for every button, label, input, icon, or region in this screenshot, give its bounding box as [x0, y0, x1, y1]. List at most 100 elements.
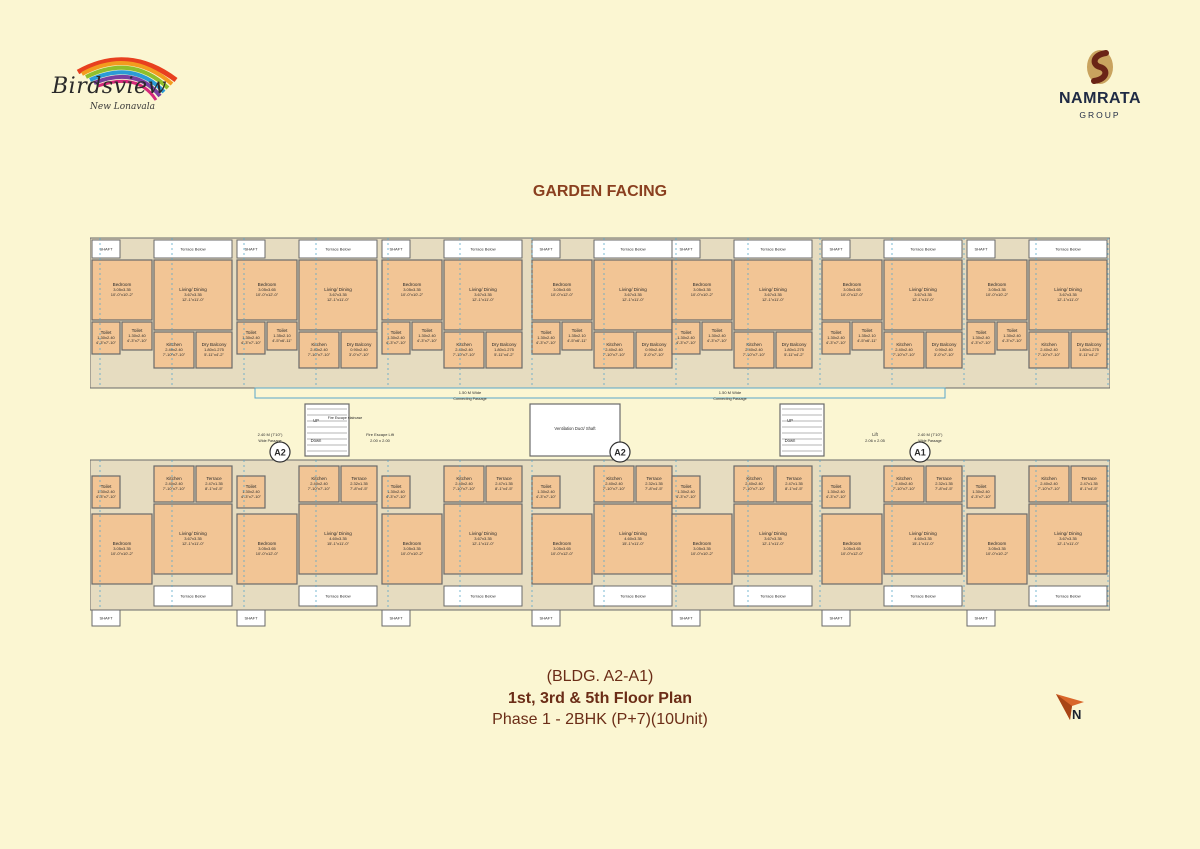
toilet: [91, 475, 121, 509]
room-name: Bedroom: [113, 541, 132, 546]
room-name: Terrace: [1081, 476, 1097, 481]
room-dims-ft: 4'-3"x7'-10": [971, 494, 992, 499]
room-dims: 4.60x3.35: [914, 536, 932, 541]
room-name: Dry Balcony: [1077, 342, 1102, 347]
room-dims: 3.05x3.35: [693, 287, 711, 292]
birdsview-logo-icon: [76, 57, 178, 101]
floor-label: 1st, 3rd & 5th Floor Plan: [507, 690, 693, 707]
room-name: Kitchen: [166, 476, 182, 481]
room-dims-ft: 10'-0"x10'-2": [401, 292, 424, 297]
room-name: Bedroom: [258, 282, 277, 287]
room-dims: 3.05x3.35: [693, 546, 711, 551]
toilet: [821, 475, 851, 509]
room-dims-ft: 7'-10"x7'-10": [603, 486, 626, 491]
room-dims: 3.05x3.35: [988, 546, 1006, 551]
wing-label: A2: [274, 448, 286, 458]
room-dims: 1.80x1.275: [494, 347, 515, 352]
bedroom: [381, 513, 443, 585]
wing-marker: [909, 441, 931, 463]
room-dims-ft: 4'-5"x6'-11": [567, 338, 587, 343]
room-dims-ft: 7'-10"x7'-10": [163, 352, 186, 357]
service-label: SHAFT: [244, 247, 258, 252]
room-dims: 2.40x2.40: [745, 481, 763, 486]
room-name: Bedroom: [988, 541, 1007, 546]
service-label: SHAFT: [99, 616, 113, 621]
dry-balcony: [775, 331, 813, 369]
room-dims-ft: 10'-0"x10'-2": [111, 292, 134, 297]
terrace-below-box: [153, 585, 233, 607]
room-dims: 4.60x3.35: [624, 536, 642, 541]
kitchen: [733, 465, 775, 503]
building-label: (BLDG. A2-A1): [546, 668, 654, 685]
terrace: [485, 465, 523, 503]
service-label: Terrace Below: [760, 247, 785, 252]
shaft-box: [531, 609, 561, 627]
room-dims-ft: 4'-5"x6'-11": [857, 338, 877, 343]
room-dims: 3.67x3.35: [329, 292, 347, 297]
room-dims-ft: 15'-1"x11'-0": [622, 541, 645, 546]
room-name: Living/ Dining: [324, 531, 352, 536]
room-dims-ft: 4'-3"x7'-10": [536, 494, 557, 499]
room-dims: 1.30x2.40: [1003, 333, 1021, 338]
north-arrow-icon: [1056, 694, 1084, 720]
room-dims: 1.30x2.40: [418, 333, 436, 338]
terrace-below-box: [883, 585, 963, 607]
bedroom: [236, 259, 298, 321]
room-name: Toilet: [391, 330, 402, 335]
room-name: Dry Balcony: [642, 342, 667, 347]
room-dims: 1.80x1.275: [784, 347, 805, 352]
room-name: Bedroom: [258, 541, 277, 546]
shaft-box: [671, 239, 701, 259]
lift-label: Lift: [872, 432, 878, 437]
room-dims: 2.40x2.40: [310, 347, 328, 352]
room-dims: 1.35x2.10: [273, 333, 291, 338]
kitchen: [443, 331, 485, 369]
bedroom: [91, 259, 153, 321]
stair-up-label: UP: [787, 418, 793, 423]
toilet: [701, 321, 733, 351]
project-name: Birdsview: [52, 74, 167, 99]
living-dining: [443, 259, 523, 331]
developer-tag: GROUP: [1079, 110, 1121, 120]
terrace-below-box: [883, 239, 963, 259]
room-dims: 1.30x2.40: [128, 333, 146, 338]
staircase: [779, 403, 825, 457]
service-label: SHAFT: [99, 247, 113, 252]
room-dims-ft: 4'-3"x7'-10": [676, 340, 697, 345]
room-dims-ft: 5'-11"x4'-2": [784, 352, 804, 357]
room-name: Dry Balcony: [492, 342, 517, 347]
room-name: Living/ Dining: [619, 531, 647, 536]
room-dims-ft: 7'-8"x4'-5": [350, 486, 369, 491]
service-label: Terrace Below: [910, 247, 935, 252]
room-dims-ft: 12'-1"x11'-0": [1057, 541, 1080, 546]
room-dims-ft: 8'-1"x4'-5": [495, 486, 514, 491]
toilet: [411, 321, 443, 351]
connecting-passage: [254, 387, 946, 399]
room-name: Bedroom: [113, 282, 132, 287]
room-dims: 2.40x2.40: [1040, 347, 1058, 352]
room-dims: 3.05x3.65: [553, 287, 571, 292]
room-dims-ft: 8'-1"x4'-5": [785, 486, 804, 491]
terrace: [340, 465, 378, 503]
room-name: Bedroom: [553, 282, 572, 287]
shaft-box: [966, 239, 996, 259]
toilet: [821, 321, 851, 355]
north-label: N: [1072, 707, 1082, 722]
room-name: Terrace: [786, 476, 802, 481]
room-name: Bedroom: [403, 541, 422, 546]
service-label: Terrace Below: [180, 247, 205, 252]
terrace-below-box: [298, 239, 378, 259]
passage-sub: Wide Passage: [258, 439, 281, 443]
service-label: Terrace Below: [180, 594, 205, 599]
room-dims-ft: 7'-10"x7'-10": [453, 352, 476, 357]
service-label: Terrace Below: [910, 594, 935, 599]
wing-marker: [269, 441, 291, 463]
terrace: [775, 465, 813, 503]
shaft-box: [966, 609, 996, 627]
bedroom: [381, 259, 443, 321]
room-dims: 2.47x1.35: [495, 481, 513, 486]
room-dims: 3.05x3.65: [258, 287, 276, 292]
passage-label: 1.50 M Wide: [459, 390, 482, 395]
shaft-box: [91, 609, 121, 627]
dry-balcony: [1070, 331, 1108, 369]
